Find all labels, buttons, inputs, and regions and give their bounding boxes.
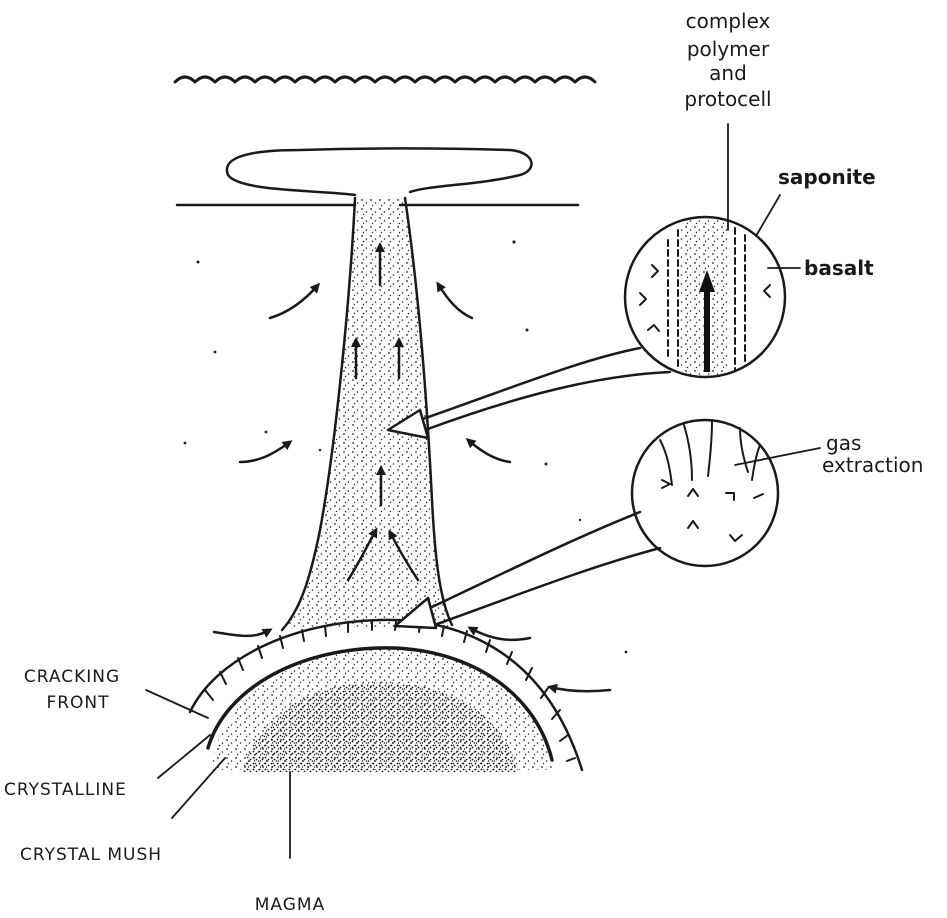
plume-cap [227,149,532,196]
label-cracking-front-line2: FRONT [46,693,109,713]
pointer-to-conduit [388,348,670,438]
label-gas-extraction-line2: extraction [822,453,923,477]
label-magma: MAGMA [255,895,325,915]
label-crystal-mush: CRYSTAL MUSH [20,845,162,865]
hydrothermal-conduit [285,198,450,628]
label-saponite: saponite [778,165,876,189]
label-cracking-front-line1: CRACKING [24,667,120,687]
label-complex-polymer-line4: protocell [684,87,771,111]
inset-circle-gas [632,420,778,566]
label-gas-extraction-line1: gas [826,431,861,455]
label-complex-polymer-line1: complex [686,9,771,33]
label-crystalline: CRYSTALLINE [4,780,127,800]
label-complex-polymer-line3: and [709,61,747,85]
label-basalt: basalt [804,256,874,280]
inset-circle-protocell [625,217,785,377]
ocean-surface-wave [175,77,595,82]
label-complex-polymer-line2: polymer [687,37,770,61]
